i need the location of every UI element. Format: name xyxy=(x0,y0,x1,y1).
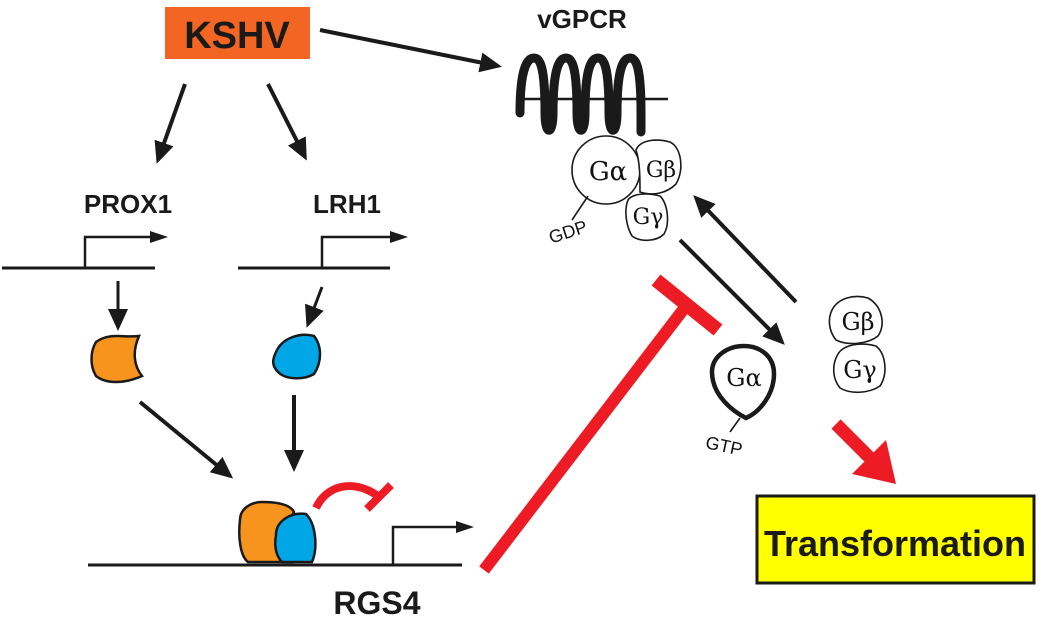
rgs4-gene xyxy=(88,521,474,567)
prox1-protein xyxy=(90,334,144,384)
arrow-lrh1-to-protein xyxy=(305,286,324,328)
lrh1-gene xyxy=(238,231,408,270)
arrow-kshv-to-lrh1 xyxy=(266,83,307,161)
transformation-label: Transformation xyxy=(764,523,1026,564)
free-g-gamma-label: Gγ xyxy=(843,356,877,384)
prox1-gene xyxy=(2,231,168,270)
lrh1-protein xyxy=(272,333,322,380)
complex-represses-promoter xyxy=(312,482,394,512)
arrow-prox1-to-complex xyxy=(138,400,234,479)
g-protein-heterotrimer: Gα Gβ Gγ GDP xyxy=(546,135,682,248)
transformation-node: Transformation xyxy=(755,494,1036,585)
g-alpha-gtp: Gα GTP xyxy=(704,343,777,460)
gtp-label: GTP xyxy=(704,432,744,459)
kshv-label: KSHV xyxy=(184,15,290,57)
arrow-to-transformation xyxy=(831,419,896,484)
vgpcr-receptor xyxy=(515,53,668,137)
g-gamma-label: Gγ xyxy=(633,205,664,230)
rgs4-inhibits-signaling xyxy=(479,274,723,574)
g-beta-label: Gβ xyxy=(646,158,676,183)
rgs4-label: RGS4 xyxy=(333,585,420,621)
prox1-label: PROX1 xyxy=(84,189,172,219)
arrow-kshv-to-prox1 xyxy=(154,83,187,164)
arrow-reassociation xyxy=(693,195,798,304)
free-g-beta-gamma: Gβ Gγ xyxy=(828,295,886,394)
vgpcr-label: vGPCR xyxy=(537,4,627,34)
arrow-activation xyxy=(678,238,785,345)
gdp-label: GDP xyxy=(546,216,589,247)
prox1-lrh1-complex xyxy=(238,500,317,564)
kshv-node: KSHV xyxy=(165,7,310,59)
arrow-kshv-to-vgpcr xyxy=(319,28,502,73)
active-g-alpha-label: Gα xyxy=(726,364,761,392)
lrh1-label: LRH1 xyxy=(313,189,381,219)
free-g-beta-label: Gβ xyxy=(841,308,874,336)
g-alpha-label: Gα xyxy=(589,157,627,187)
